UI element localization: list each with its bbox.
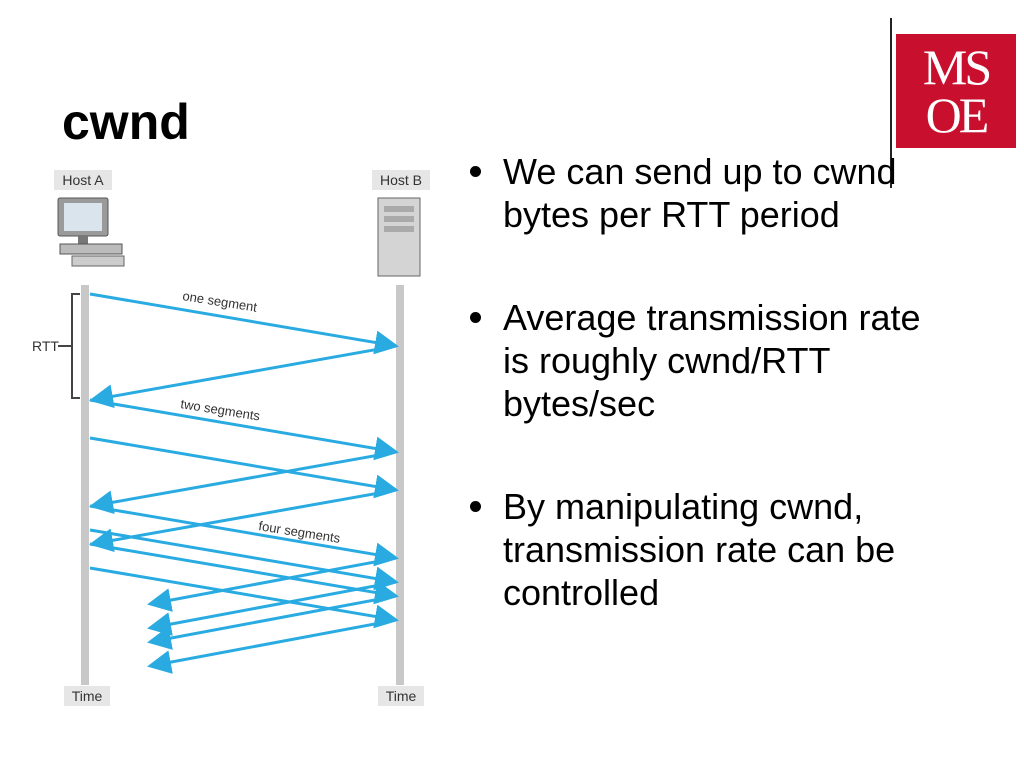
segment-arrow [89, 528, 399, 591]
svg-text:Time: Time [72, 688, 103, 704]
two-segments-label: two segments [180, 396, 262, 423]
svg-text:Host A: Host A [62, 172, 104, 188]
segment-arrow [89, 398, 399, 461]
segment-arrows [89, 292, 399, 674]
logo-line-1: MS [922, 39, 992, 95]
msoe-logo: MS OE [896, 34, 1016, 148]
ack-arrow [147, 594, 397, 650]
segment-arrow [89, 436, 399, 499]
segment-arrow [89, 292, 399, 355]
ack-arrow [89, 450, 397, 515]
cwnd-timing-diagram: Host A Host B RTT [32, 170, 430, 706]
ack-arrow [147, 556, 397, 612]
logo-divider [890, 18, 892, 188]
bullet-item: We can send up to cwnd bytes per RTT per… [462, 150, 932, 236]
time-label-left: Time [64, 686, 110, 706]
host-b-label: Host B [372, 170, 430, 190]
computer-icon [57, 197, 125, 267]
host-a-label: Host A [54, 170, 112, 190]
ack-arrow [147, 618, 397, 674]
bullet-item: Average transmission rate is roughly cwn… [462, 296, 932, 425]
ack-arrow [89, 344, 397, 409]
rtt-bracket: RTT [32, 293, 80, 399]
logo-line-2: OE [925, 87, 990, 143]
slide-title: cwnd [62, 94, 190, 150]
time-label-right: Time [378, 686, 424, 706]
svg-text:Time: Time [386, 688, 417, 704]
segment-arrow [89, 542, 399, 605]
bullet-list: We can send up to cwnd bytes per RTT per… [462, 150, 932, 674]
bullet-item: By manipulating cwnd, transmission rate … [462, 485, 932, 614]
svg-text:Host B: Host B [380, 172, 422, 188]
ack-arrow [89, 488, 397, 553]
segment-arrow [89, 566, 399, 629]
ack-arrow [147, 580, 397, 636]
rtt-label: RTT [32, 338, 59, 354]
server-icon [377, 197, 421, 277]
segment-arrow [89, 504, 399, 567]
